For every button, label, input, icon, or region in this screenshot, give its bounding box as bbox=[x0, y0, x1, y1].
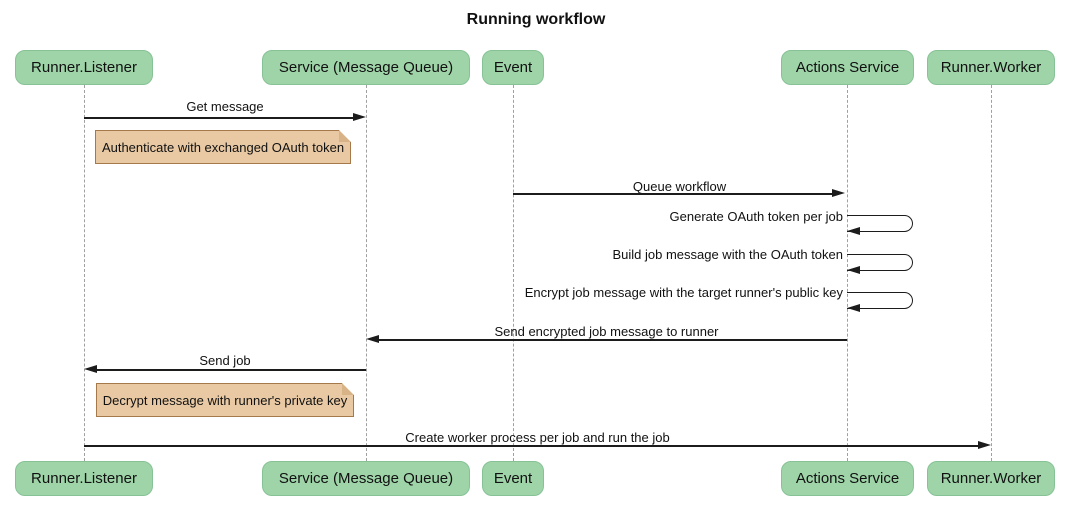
lifeline-service-message-queue bbox=[366, 85, 367, 461]
participant-actions-service-top: Actions Service bbox=[781, 50, 914, 85]
note-authenticate: Authenticate with exchanged OAuth token bbox=[95, 130, 351, 164]
note-decrypt: Decrypt message with runner's private ke… bbox=[96, 383, 354, 417]
message-label-get-message: Get message bbox=[186, 99, 264, 114]
message-label-encrypt-job-message: Encrypt job message with the target runn… bbox=[524, 285, 843, 300]
lifeline-runner-listener bbox=[84, 85, 85, 461]
self-loop bbox=[847, 215, 913, 232]
participant-runner-listener-top: Runner.Listener bbox=[15, 50, 153, 85]
participant-service-message-queue-bottom: Service (Message Queue) bbox=[262, 461, 470, 496]
message-label-generate-oauth: Generate OAuth token per job bbox=[669, 209, 843, 224]
participant-event-top: Event bbox=[482, 50, 544, 85]
arrowhead-right-icon bbox=[832, 189, 845, 197]
arrowhead-left-icon bbox=[847, 266, 860, 274]
message-line bbox=[84, 117, 354, 119]
lifeline-event bbox=[513, 85, 514, 461]
note-fold-cover-icon bbox=[339, 130, 351, 142]
note-label: Authenticate with exchanged OAuth token bbox=[101, 139, 345, 155]
arrowhead-right-icon bbox=[978, 441, 991, 449]
message-line bbox=[97, 369, 366, 371]
message-label-queue-workflow: Queue workflow bbox=[632, 179, 727, 194]
self-loop bbox=[847, 292, 913, 309]
participant-runner-listener-bottom: Runner.Listener bbox=[15, 461, 153, 496]
participant-event-bottom: Event bbox=[482, 461, 544, 496]
note-label: Decrypt message with runner's private ke… bbox=[102, 392, 348, 408]
participant-service-message-queue-top: Service (Message Queue) bbox=[262, 50, 470, 85]
diagram-title: Running workflow bbox=[466, 11, 606, 28]
participant-runner-worker-bottom: Runner.Worker bbox=[927, 461, 1055, 496]
arrowhead-left-icon bbox=[847, 304, 860, 312]
message-label-send-job: Send job bbox=[199, 353, 251, 368]
message-label-create-worker: Create worker process per job and run th… bbox=[405, 430, 670, 445]
message-line bbox=[379, 339, 847, 341]
self-loop bbox=[847, 254, 913, 271]
arrowhead-left-icon bbox=[847, 227, 860, 235]
message-label-build-job-message: Build job message with the OAuth token bbox=[612, 247, 843, 262]
participant-runner-worker-top: Runner.Worker bbox=[927, 50, 1055, 85]
arrowhead-left-icon bbox=[366, 335, 379, 343]
lifeline-runner-worker bbox=[991, 85, 992, 461]
note-fold-cover-icon bbox=[342, 383, 354, 395]
message-line bbox=[84, 445, 979, 447]
arrowhead-right-icon bbox=[353, 113, 366, 121]
message-line bbox=[513, 193, 833, 195]
arrowhead-left-icon bbox=[84, 365, 97, 373]
participant-actions-service-bottom: Actions Service bbox=[781, 461, 914, 496]
message-label-send-encrypted: Send encrypted job message to runner bbox=[494, 324, 719, 339]
